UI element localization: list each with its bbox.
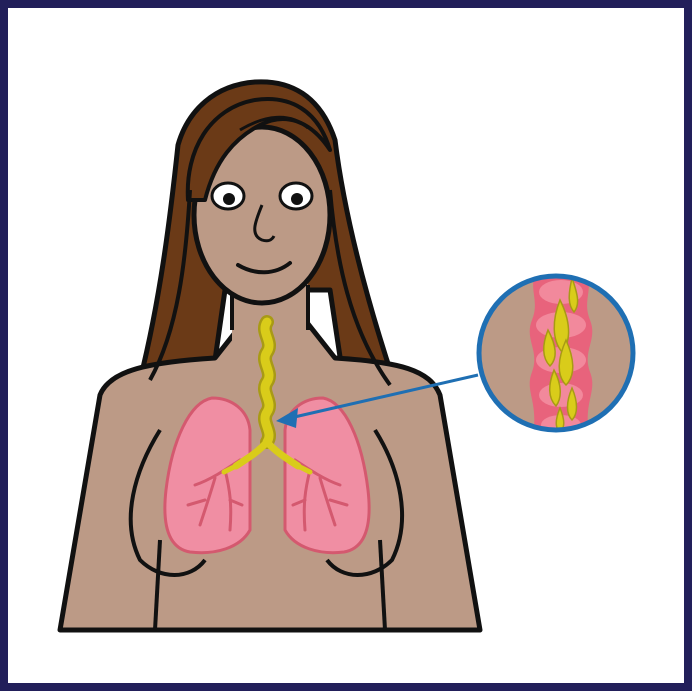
- airway-magnifier-icon: [479, 270, 633, 440]
- right-pupil: [291, 193, 303, 205]
- left-pupil: [223, 193, 235, 205]
